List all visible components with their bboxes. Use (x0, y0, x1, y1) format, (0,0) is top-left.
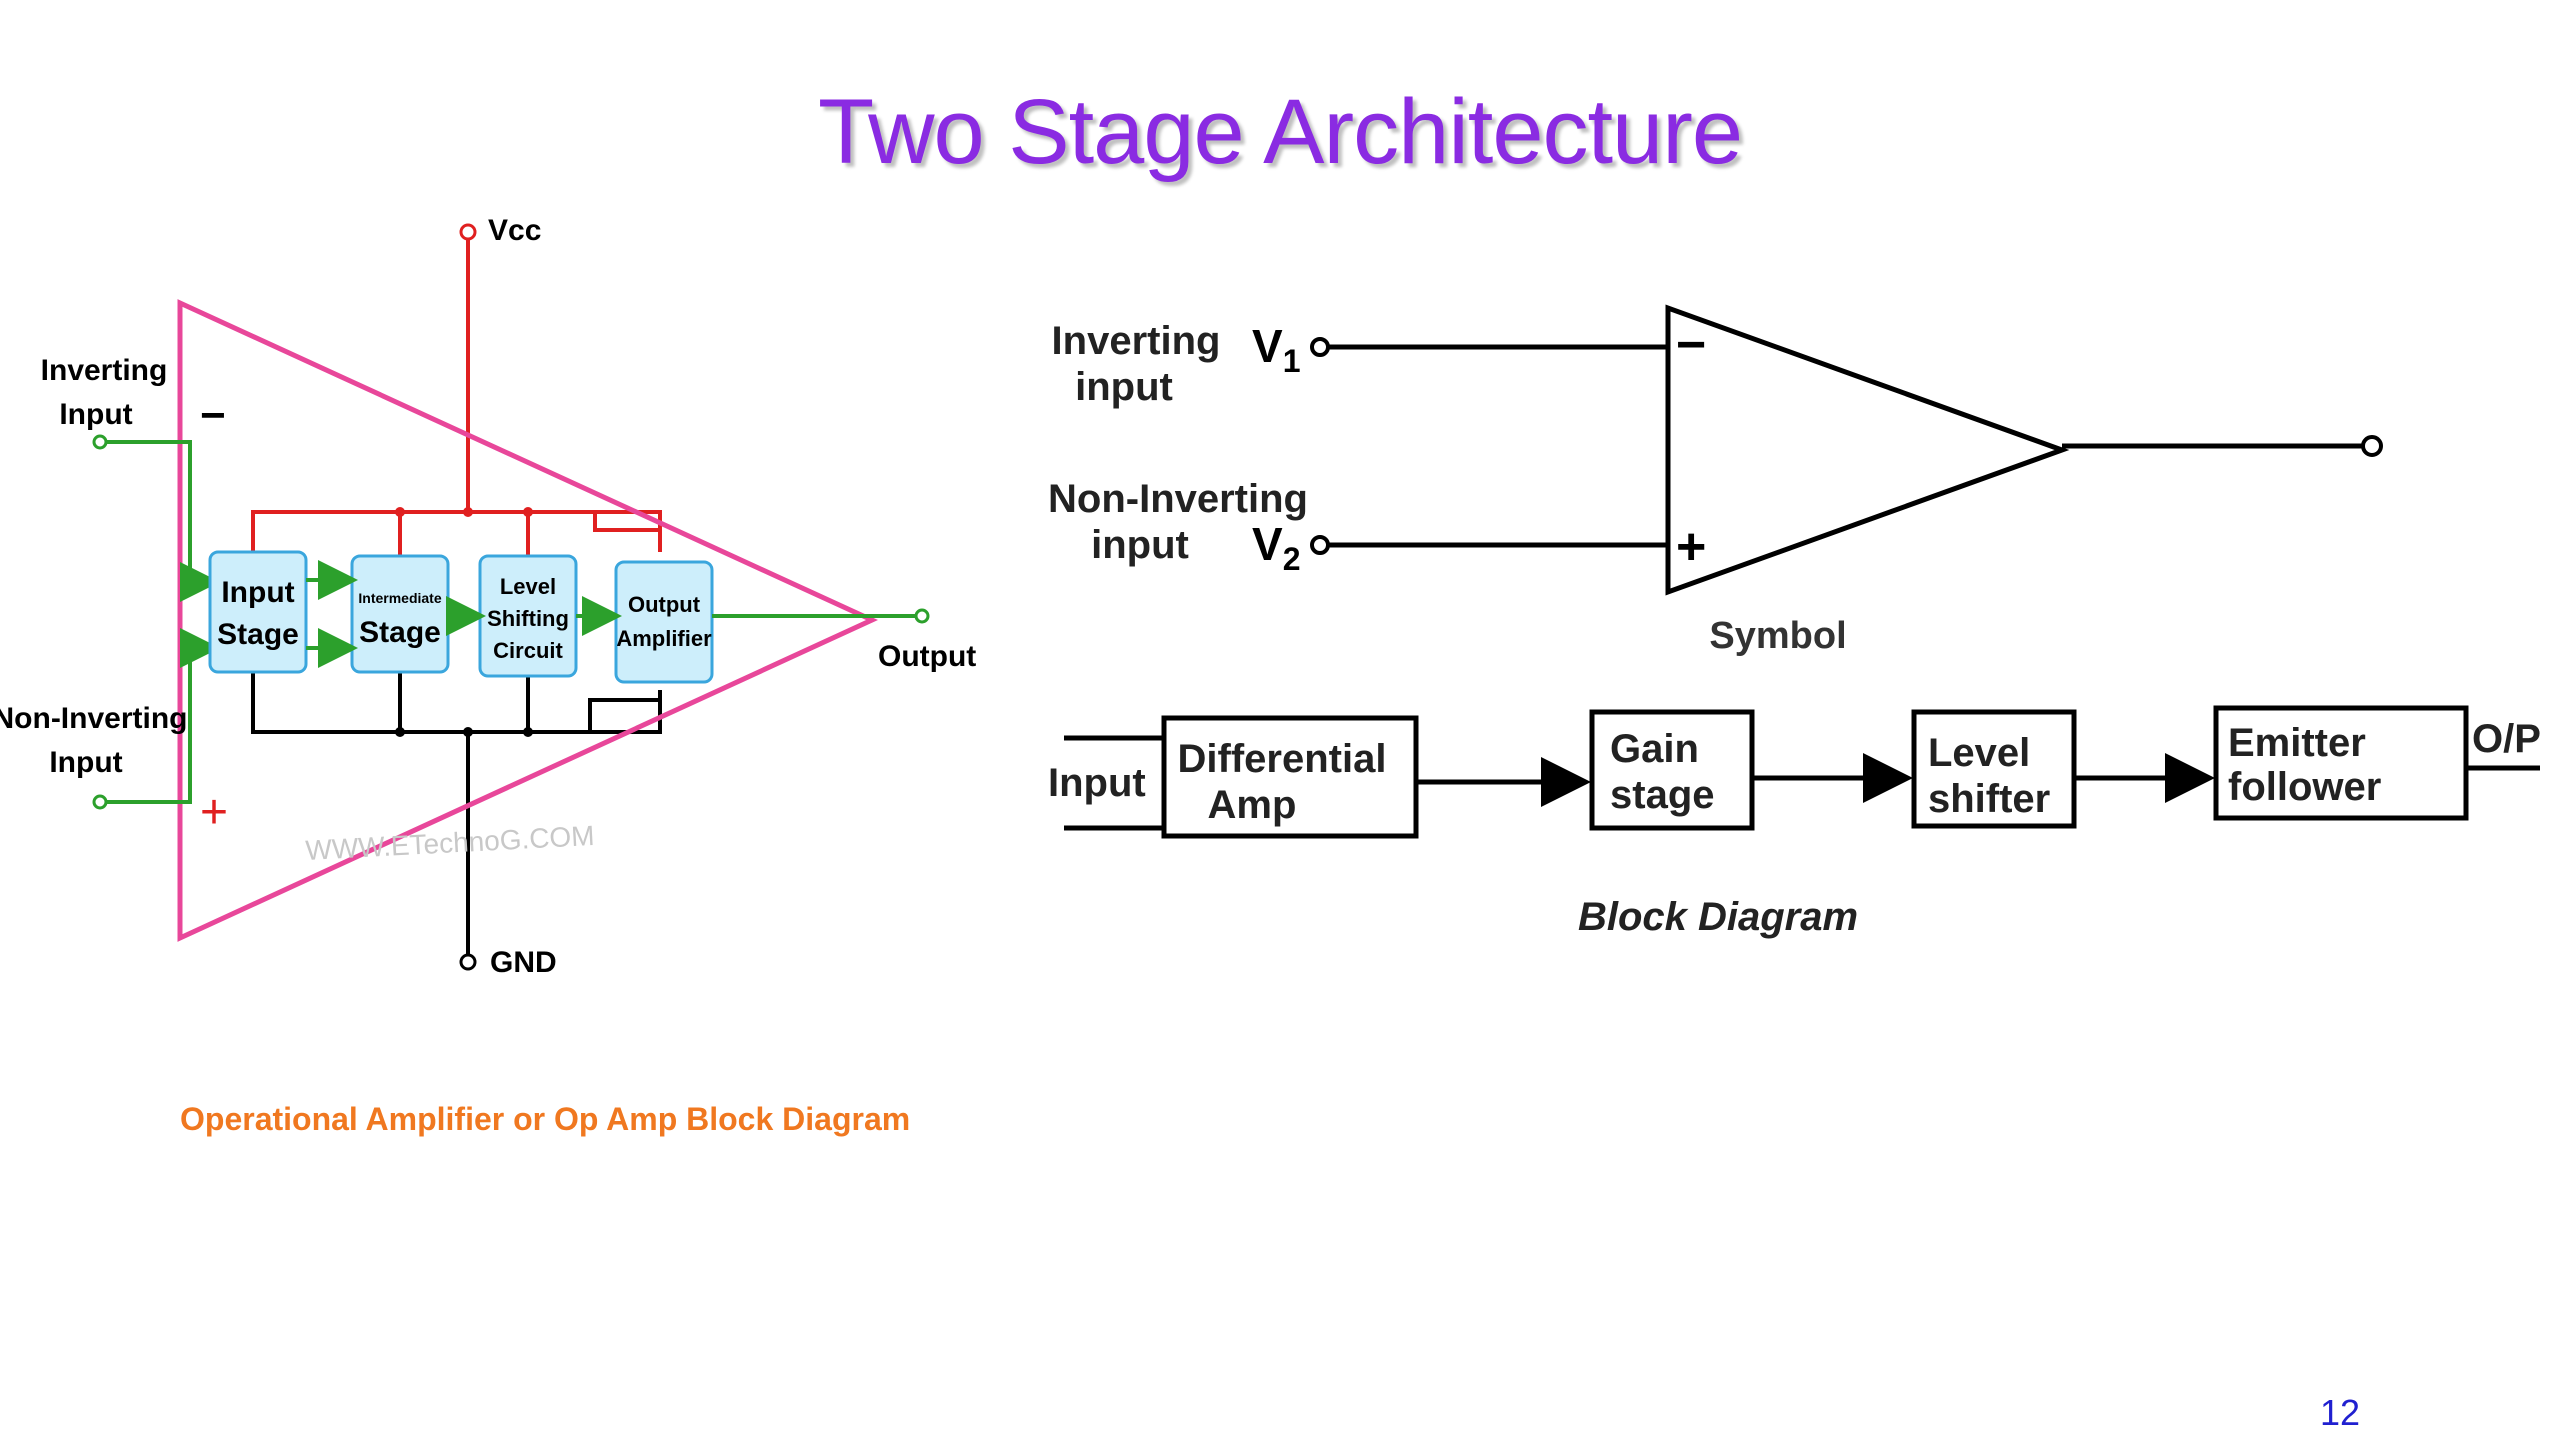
svg-text:follower: follower (2228, 765, 2381, 809)
level-shifter-block: Level shifter (1911, 709, 2077, 829)
differential-amp-block: Differential Amp (1161, 715, 1419, 839)
svg-text:Emitter: Emitter (2228, 721, 2366, 765)
svg-text:Amplifier: Amplifier (616, 626, 712, 651)
symbol-noninverting-label-1: Non-Inverting (1048, 477, 1308, 521)
block-output-label: O/P (2472, 717, 2541, 761)
v2-label: V2 (1252, 518, 1300, 577)
noninverting-input-label-1: Non-Inverting (0, 702, 188, 735)
gnd-rail (251, 672, 662, 971)
svg-text:Differential: Differential (1178, 737, 1387, 781)
symbol-noninverting-label-2: input (1091, 523, 1189, 567)
svg-text:shifter: shifter (1928, 777, 2050, 821)
svg-text:Amp: Amp (1208, 783, 1297, 827)
emitter-follower-block: Emitter follower (2213, 705, 2469, 821)
slide-title: Two Stage Architecture (817, 81, 1743, 183)
svg-text:Stage: Stage (359, 616, 441, 649)
level-shifting-block: Level Shifting Circuit (478, 554, 578, 678)
output-amplifier-block: Output Amplifier (614, 560, 714, 684)
block-diagram-caption: Block Diagram (1578, 895, 1858, 939)
symbol-plus-sign: + (1676, 518, 1706, 576)
svg-text:Stage: Stage (217, 618, 299, 651)
watermark: WWW.ETechnoG.COM (305, 820, 596, 866)
symbol-caption: Symbol (1709, 615, 1846, 657)
gnd-label: GND (490, 946, 557, 979)
left-minus-sign: − (200, 391, 226, 440)
left-output-label: Output (878, 640, 976, 673)
inverting-input-label-1: Inverting (41, 354, 168, 387)
vcc-label: Vcc (488, 214, 541, 247)
symbol-minus-sign: − (1676, 316, 1706, 374)
svg-text:Input: Input (221, 576, 294, 609)
svg-text:Intermediate: Intermediate (358, 590, 441, 606)
opamp-triangle (177, 299, 878, 942)
v1-label: V1 (1252, 320, 1300, 379)
svg-text:Gain: Gain (1610, 727, 1699, 771)
symbol-inverting-label-1: Inverting (1052, 319, 1221, 363)
vcc-rail (251, 223, 662, 556)
svg-text:Shifting: Shifting (487, 606, 569, 631)
input-stage-block: Input Stage (208, 550, 308, 674)
block-input-label: Input (1048, 761, 1146, 805)
intermediate-stage-block: Intermediate Stage (350, 554, 450, 674)
svg-text:stage: stage (1610, 773, 1715, 817)
opamp-internal-diagram: Vcc GND Inve (0, 214, 976, 1137)
symbol-inverting-label-2: input (1075, 365, 1173, 409)
inverting-input-label-2: Input (59, 398, 132, 431)
svg-text:Circuit: Circuit (493, 638, 563, 663)
svg-text:Output: Output (628, 592, 701, 617)
svg-text:Level: Level (1928, 731, 2030, 775)
left-caption: Operational Amplifier or Op Amp Block Di… (180, 1101, 910, 1137)
signal-wires (306, 560, 930, 668)
gain-stage-block: Gain stage (1589, 709, 1755, 831)
symbol-triangle (1665, 304, 2070, 596)
page-number: 12 (2320, 1392, 2361, 1433)
svg-text:Level: Level (500, 574, 556, 599)
left-plus-sign: + (200, 786, 228, 839)
noninverting-input-label-2: Input (49, 746, 122, 779)
stage-block-diagram: Input Differential Amp Gain stage Level … (1048, 705, 2541, 939)
input-wires (92, 434, 220, 810)
opamp-symbol-diagram: − + Inverting input V1 Non-Inverting inp… (1048, 304, 2383, 657)
